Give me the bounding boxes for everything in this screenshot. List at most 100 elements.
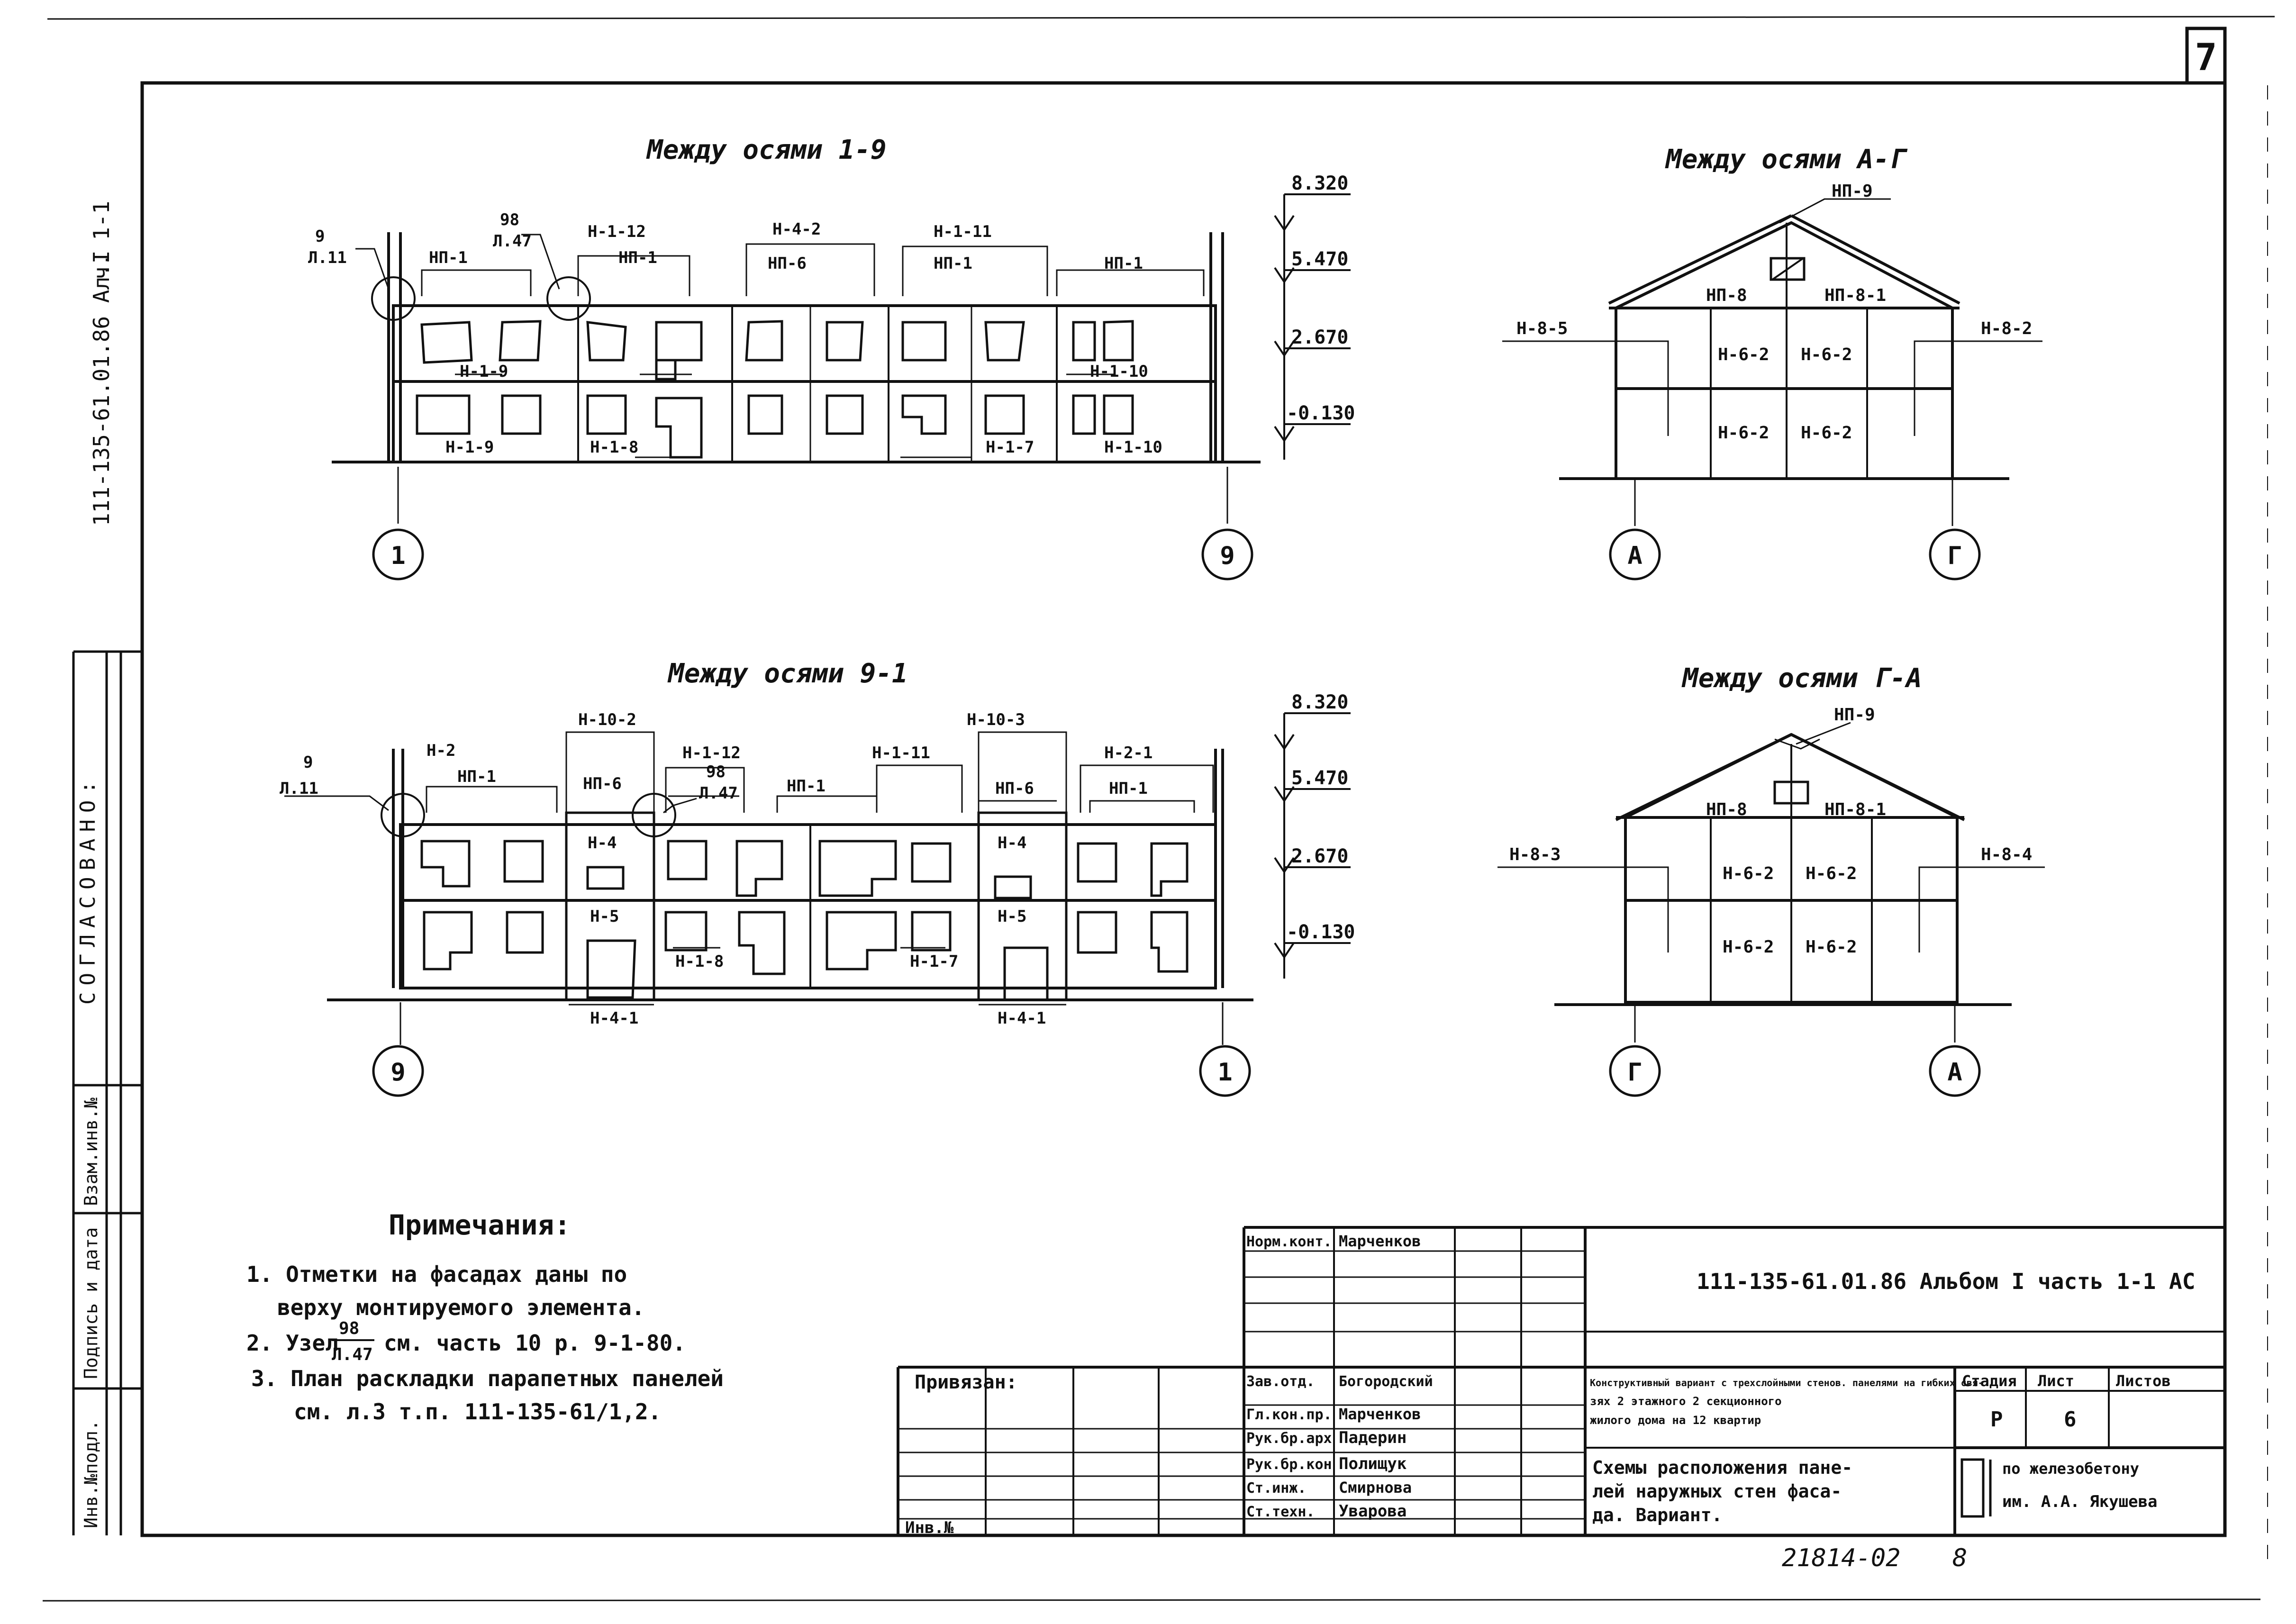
sheet-frame [42,16,2275,1602]
side-part: ч. 1-1 [89,201,114,280]
s2-c1: Н-6-2 [1723,864,1774,883]
side-cell-sign: Подпись и дата [81,1227,101,1379]
f2-axis-left: 9 [390,1058,405,1087]
f1-np1-a: НП-1 [429,248,468,267]
bottom-code: 21814-02 [1782,1544,1900,1572]
tb-name-7: Уварова [1339,1502,1407,1521]
s1-np81: НП-8-1 [1824,286,1886,305]
tb-sheets-header: Листов [2116,1372,2171,1390]
f1-h110u: Н-1-10 [1090,362,1148,381]
tb-role-7: Ст.техн. [1246,1504,1315,1520]
tb-role-2: Зав.отд. [1246,1373,1315,1390]
facade-9-1: Между осями 9-1 [280,658,1355,1097]
f2-h41-a: Н-4-1 [590,1009,638,1028]
f1-node-l-den: Л.11 [308,248,347,267]
f2-node-l-num: 9 [303,753,313,772]
tb-org-1: по железобетону [2002,1460,2139,1478]
tb-role-1: Норм.конт. [1246,1234,1332,1250]
f1-np1-d: НП-1 [1104,254,1143,273]
tb-role-5: Рук.бр.кон [1246,1456,1332,1473]
tb-description-1: Конструктивный вариант с трехслойными ст… [1590,1377,1984,1388]
tb-name-4: Падерин [1339,1428,1407,1447]
f1-h42: Н-4-2 [772,220,821,239]
page-number: 7 [2195,36,2217,79]
s1-np8: НП-8 [1706,286,1747,305]
f2-np6-a: НП-6 [583,774,622,793]
tb-sheet-header: Лист [2038,1372,2074,1390]
s1-np9: НП-9 [1832,181,1873,201]
f1-h111: Н-1-11 [934,222,992,241]
f2-np6-b: НП-6 [995,779,1034,798]
note-3-line-2: см. л.3 т.п. 111-135-61/1,2. [294,1399,661,1424]
f1-node-r-num: 98 [500,210,519,229]
f2-node-l-den: Л.11 [280,779,318,798]
f2-h112: Н-1-12 [682,744,741,762]
tb-name-5: Полищук [1339,1454,1407,1473]
tb-description-3: жилого дома на 12 квартир [1590,1414,1761,1427]
tb-role-6: Ст.инж. [1246,1480,1306,1497]
note-3-line-1: 3. План раскладки парапетных панелей [251,1366,724,1391]
f2-level-1: 8.320 [1291,691,1348,713]
f1-level-3: 2.670 [1291,327,1348,348]
note-1-line-1: 1. Отметки на фасадах даны по [246,1261,627,1287]
notes-heading: Примечания: [389,1209,571,1241]
tb-drawing-title-3: да. Вариант. [1592,1505,1723,1525]
tb-stage: Р [1990,1407,2003,1432]
side-g-a-title: Между осями Г-А [1681,663,1922,694]
f1-h19u: Н-1-9 [460,362,508,381]
note-2-num: 98 [339,1319,359,1338]
f1-np6: НП-6 [768,254,807,273]
s2-side-r: Н-8-4 [1981,845,2032,864]
f1-node-l-num: 9 [315,227,325,246]
s1-side-l: Н-8-5 [1516,319,1568,338]
facade-1-9: Между осями 1-9 [308,135,1355,581]
s2-axis-right: А [1947,1058,1962,1087]
s2-side-l: Н-8-3 [1509,845,1561,864]
f2-axis-right: 1 [1217,1058,1232,1087]
facade-1-9-title: Между осями 1-9 [646,135,887,165]
f2-h21: Н-2-1 [1104,744,1153,762]
f2-h41-b: Н-4-1 [998,1009,1046,1028]
tb-privyazan: Привязан: [915,1371,1017,1393]
f2-h17: Н-1-7 [910,952,958,971]
side-cell-inv: Инв.№подл. [81,1420,101,1528]
s2-np8: НП-8 [1706,800,1747,819]
f1-h19: Н-1-9 [445,438,494,457]
tb-description-2: зях 2 этажного 2 секционного [1590,1395,1782,1408]
s2-c4: Н-6-2 [1806,937,1857,957]
tb-name-1: Марченков [1339,1232,1421,1250]
f2-h2: Н-2 [427,741,455,760]
note-2-prefix: 2. Узел [246,1330,338,1356]
side-agreed: СОГЛАСОВАНО: [76,774,100,1005]
f2-np1-b: НП-1 [787,777,826,796]
s1-c2: Н-6-2 [1801,345,1852,364]
f2-h5-a: Н-5 [590,907,619,926]
f1-axis-left: 1 [390,542,405,570]
f1-level-2: 5.470 [1291,248,1348,270]
s2-c3: Н-6-2 [1723,937,1774,957]
note-2-suffix: см. часть 10 р. 9-1-80. [384,1330,686,1356]
tb-name-2: Богородский [1339,1373,1433,1390]
s2-np81: НП-8-1 [1824,800,1886,819]
f2-h4-a: Н-4 [588,834,617,853]
tb-role-4: Рук.бр.арх [1246,1430,1332,1447]
tb-sheet-no: 6 [2064,1407,2077,1432]
s1-side-r: Н-8-2 [1981,319,2032,338]
f1-node-r-den: Л.47 [493,232,532,251]
f1-h112: Н-1-12 [588,222,646,241]
bottom-page: 8 [1952,1544,1967,1572]
s1-c1: Н-6-2 [1718,345,1769,364]
f2-h103: Н-10-3 [967,710,1025,729]
f1-level-4: -0.130 [1287,402,1355,424]
f1-h17: Н-1-7 [986,438,1034,457]
s1-axis-right: Г [1947,542,1962,570]
tb-role-3: Гл.кон.пр. [1246,1406,1332,1423]
f1-level-1: 8.320 [1291,172,1348,194]
f2-h5-b: Н-5 [998,907,1026,926]
notes: Примечания: 1. Отметки на фасадах даны п… [246,1209,724,1424]
note-2-den: Л.47 [332,1345,373,1364]
f2-h4-b: Н-4 [998,834,1026,853]
side-cell-replace: Взам.инв.№ [81,1098,101,1206]
